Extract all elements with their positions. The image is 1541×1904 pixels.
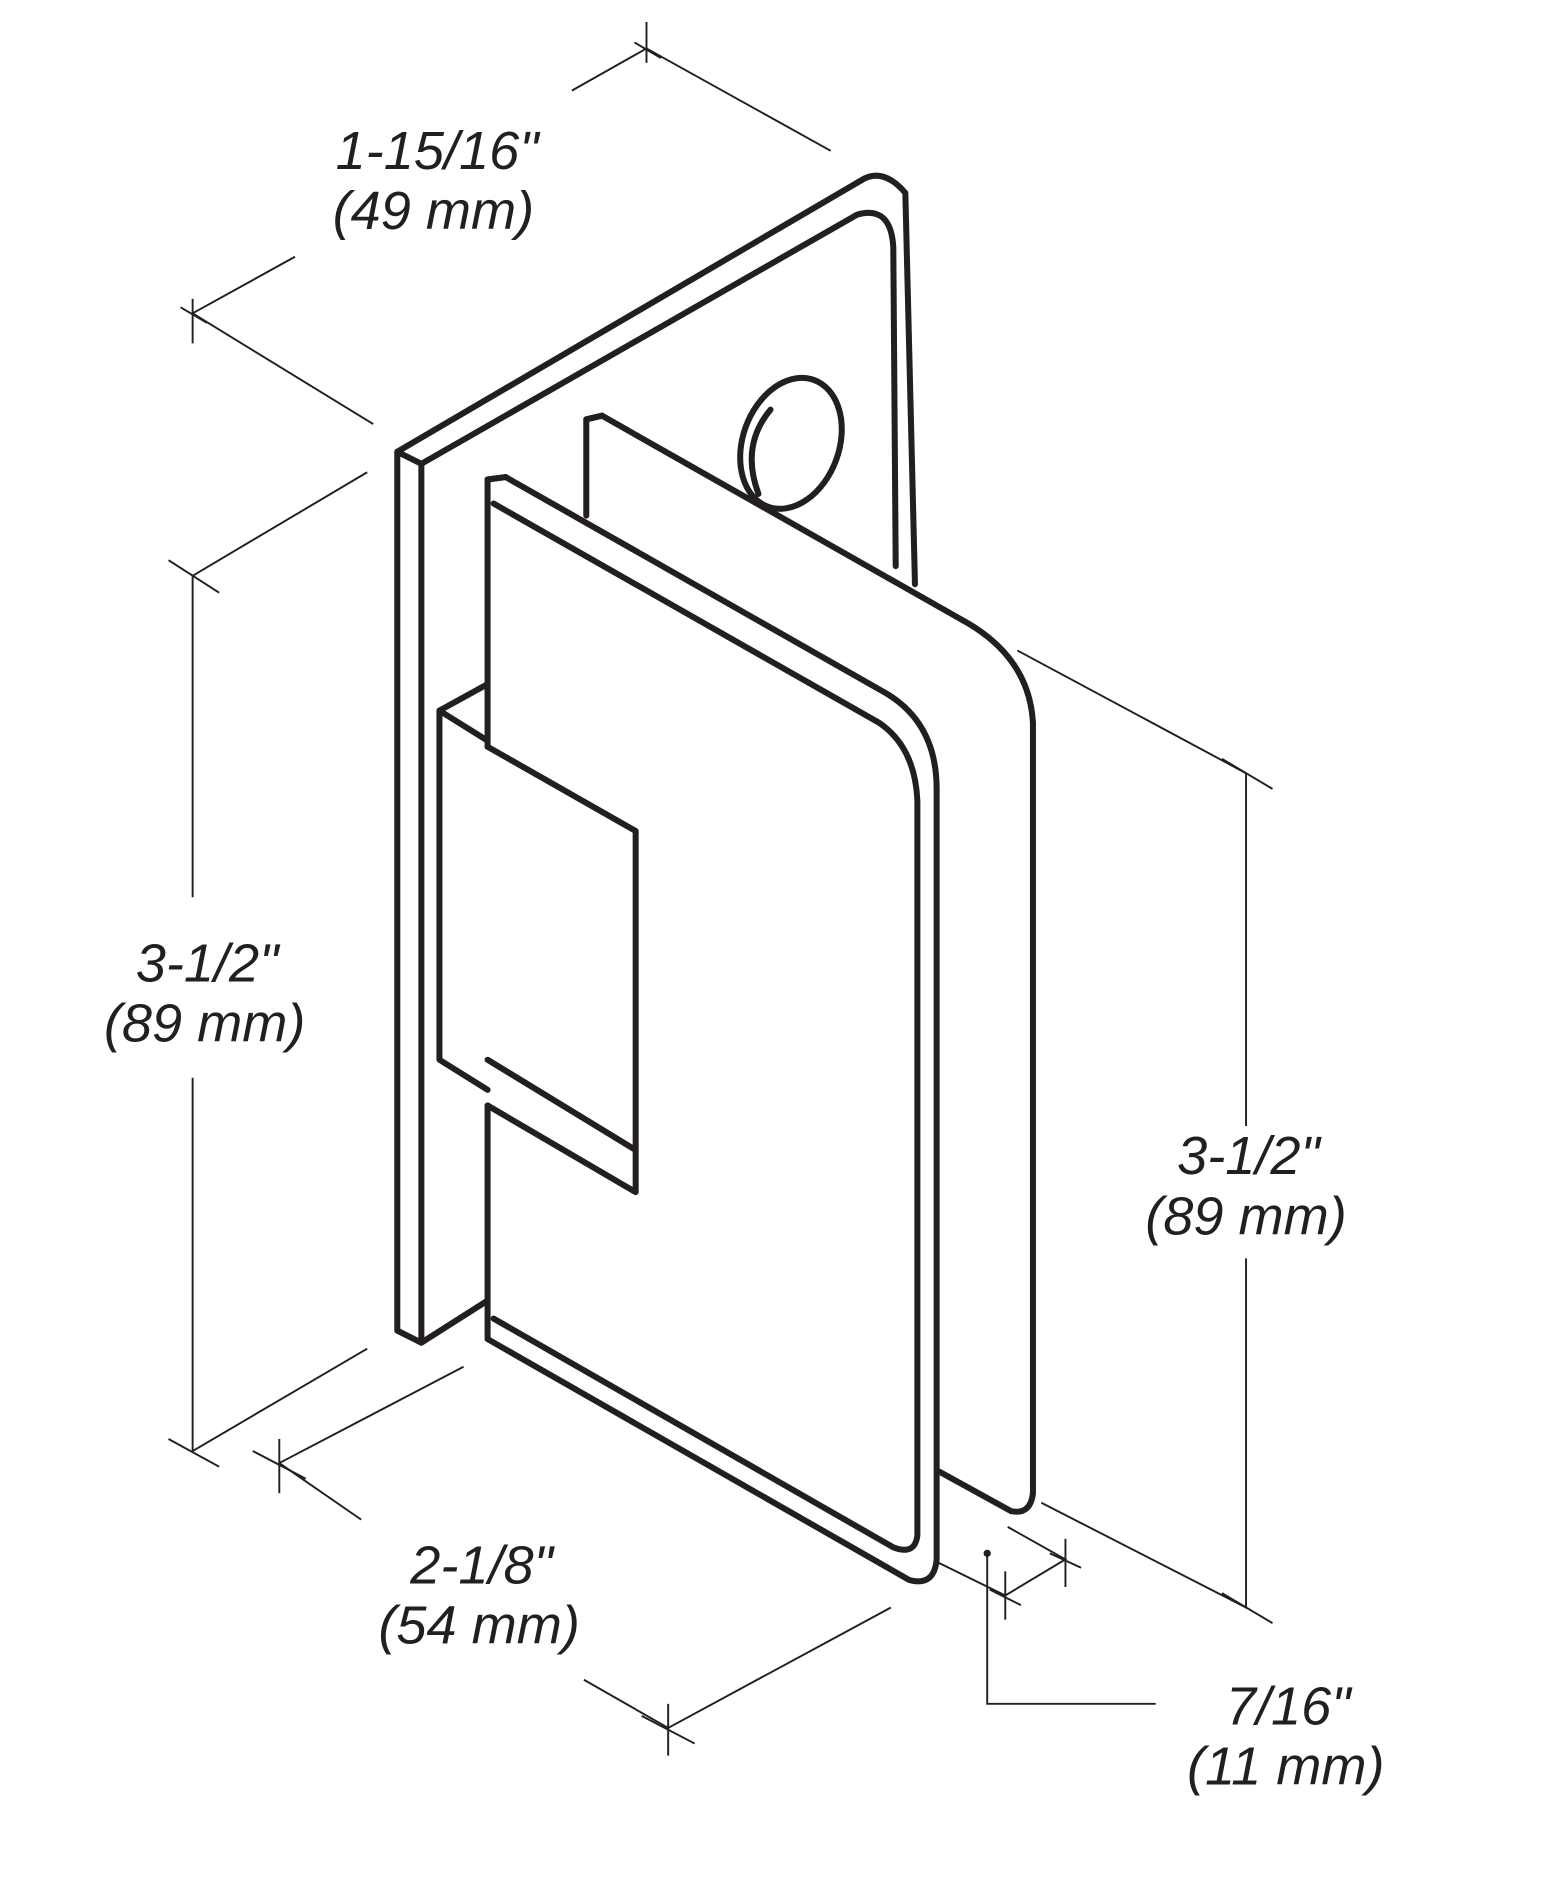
clamp-width-imperial-label: 2-1/8" xyxy=(409,1535,555,1595)
wall-plate xyxy=(394,172,918,1346)
clamp-height-metric-label: (89 mm) xyxy=(1145,1186,1347,1246)
depth-imperial-label: 1-15/16" xyxy=(336,121,542,181)
glass-gap-imperial-label: 7/16" xyxy=(1226,1676,1353,1736)
glass-gap-metric-label: (11 mm) xyxy=(1187,1737,1385,1797)
depth-metric-label: (49 mm) xyxy=(333,181,535,241)
mounting-hole xyxy=(737,374,845,512)
plate-height-metric-label: (89 mm) xyxy=(104,994,306,1054)
clamp-width-metric-label: (54 mm) xyxy=(378,1596,580,1656)
rear-clamp-plate xyxy=(583,412,1036,1515)
dimension-lines xyxy=(168,21,1274,1756)
plate-height-imperial-label: 3-1/2" xyxy=(136,933,281,993)
front-clamp-plate xyxy=(484,474,940,1585)
clamp-height-imperial-label: 3-1/2" xyxy=(1177,1126,1322,1186)
hinge-body xyxy=(436,681,639,1196)
